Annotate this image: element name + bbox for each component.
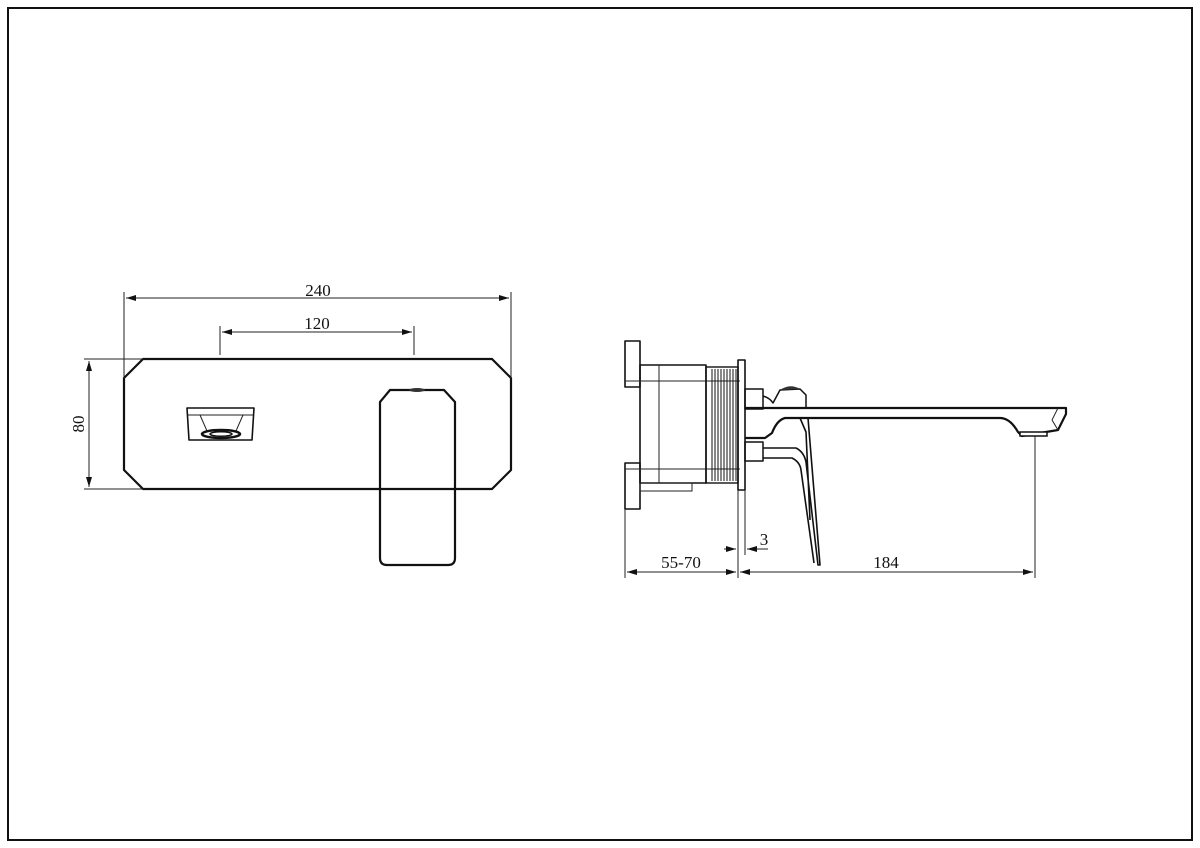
dimension-184: 184 bbox=[873, 553, 899, 572]
front-view: 240 120 80 bbox=[69, 281, 513, 567]
side-view: 55-70 3 184 bbox=[624, 340, 1068, 578]
side-lever bbox=[763, 417, 821, 566]
dimension-55-70: 55-70 bbox=[661, 553, 701, 572]
dimension-80: 80 bbox=[69, 416, 88, 433]
mounting-flanges bbox=[624, 340, 641, 510]
wall-plate bbox=[122, 357, 513, 491]
dimension-120: 120 bbox=[304, 314, 330, 333]
spout-outlet bbox=[186, 407, 255, 441]
spout-side bbox=[744, 386, 1068, 462]
valve-body bbox=[625, 364, 740, 492]
side-dimensions: 55-70 3 184 bbox=[624, 436, 1036, 578]
lever-handle bbox=[378, 388, 457, 567]
threaded-sleeve bbox=[705, 366, 739, 484]
wall-cover-plate bbox=[737, 359, 746, 491]
drawing-border bbox=[7, 7, 1193, 841]
dimension-3: 3 bbox=[760, 530, 769, 549]
front-dimensions: 240 120 80 bbox=[69, 281, 512, 490]
dimension-240: 240 bbox=[305, 281, 331, 300]
